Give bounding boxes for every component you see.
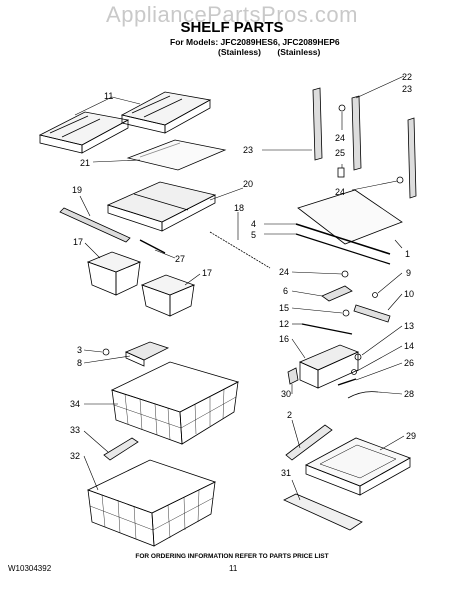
- callout-15: 15: [279, 303, 289, 313]
- callout-23-top: 23: [402, 84, 412, 94]
- callout-4: 4: [251, 219, 256, 229]
- glass-shelf-21: [126, 139, 227, 171]
- screw-24: [338, 104, 346, 112]
- wire-basket-32: [86, 459, 217, 547]
- callout-20: 20: [243, 179, 253, 189]
- trim-5: [295, 233, 391, 265]
- bracket-8: [124, 341, 170, 367]
- finish-labels: (Stainless) (Stainless): [218, 47, 334, 57]
- callout-26: 26: [404, 358, 414, 368]
- callout-9: 9: [406, 268, 411, 278]
- callout-2: 2: [287, 410, 292, 420]
- bracket-6: [321, 285, 353, 302]
- handle-2: [285, 424, 333, 461]
- rod-18: [209, 231, 271, 269]
- ordering-note: FOR ORDERING INFORMATION REFER TO PARTS …: [135, 553, 329, 560]
- callout-10: 10: [404, 289, 414, 299]
- callout-27: 27: [175, 254, 185, 264]
- finish-label: (Stainless): [277, 47, 321, 57]
- callout-17-left: 17: [73, 237, 83, 247]
- callout-34: 34: [70, 399, 80, 409]
- rod-12: [301, 323, 353, 335]
- callout-14: 14: [404, 341, 414, 351]
- models-line: For Models: JFC2089HES6, JFC2089HEP6: [170, 37, 340, 47]
- callout-23-left: 23: [243, 145, 253, 155]
- tray-front-31: [283, 493, 363, 531]
- part-14: [351, 369, 357, 375]
- screw-24-right: [396, 176, 404, 184]
- callout-25: 25: [335, 148, 345, 158]
- callout-13: 13: [404, 321, 414, 331]
- strip-19: [59, 207, 131, 243]
- bracket-10: [353, 304, 391, 323]
- callout-24-top: 24: [335, 133, 345, 143]
- page-number: 11: [229, 564, 238, 573]
- callout-16: 16: [279, 334, 289, 344]
- rail-22: [351, 95, 362, 171]
- screw-3: [102, 348, 110, 356]
- callout-32: 32: [70, 451, 80, 461]
- callout-31: 31: [281, 468, 291, 478]
- callout-18: 18: [234, 203, 244, 213]
- callout-28: 28: [404, 389, 414, 399]
- callout-5: 5: [251, 230, 256, 240]
- callout-1: 1: [405, 249, 410, 259]
- callout-21: 21: [80, 158, 90, 168]
- rail-23-left: [312, 87, 323, 161]
- callout-12: 12: [279, 319, 289, 329]
- shelf-frame-11-left: [38, 111, 130, 154]
- housing-16: [298, 344, 360, 389]
- callout-30: 30: [281, 389, 291, 399]
- rod-27: [139, 239, 166, 254]
- wire-basket-34: [110, 361, 240, 445]
- crisper-cover-frame-20: [106, 181, 217, 232]
- divider-33: [103, 437, 139, 461]
- part-15: [342, 309, 350, 317]
- document-number: W10304392: [8, 564, 52, 573]
- callout-11: 11: [104, 91, 113, 101]
- callout-33: 33: [70, 425, 80, 435]
- shelf-frame-11-right: [120, 91, 212, 134]
- trim-4: [295, 223, 391, 255]
- part-26: [337, 378, 357, 386]
- callout-29: 29: [406, 431, 416, 441]
- callout-24-low: 24: [279, 267, 289, 277]
- screw-24-middle: [341, 270, 349, 278]
- tray-29: [305, 437, 411, 496]
- part-30: [287, 367, 299, 385]
- part-13: [354, 353, 362, 361]
- glass-shelf-1: [297, 189, 403, 245]
- page-title: SHELF PARTS: [180, 19, 284, 36]
- part-28: [347, 391, 379, 399]
- finish-label: (Stainless): [218, 47, 261, 57]
- callout-24-mid: 24: [335, 187, 345, 197]
- part-9: [372, 292, 378, 298]
- crisper-drawer-17-right: [140, 274, 196, 317]
- callout-19: 19: [72, 185, 82, 195]
- rail-23-right: [407, 117, 417, 199]
- crisper-drawer-17-left: [86, 251, 142, 296]
- watermark-text: AppliancePartsPros.com: [106, 2, 358, 27]
- callout-3: 3: [77, 345, 82, 355]
- callout-17-right: 17: [202, 268, 212, 278]
- clip-25: [337, 167, 345, 178]
- callout-6: 6: [283, 286, 288, 296]
- callout-22: 22: [402, 72, 412, 82]
- callout-8: 8: [77, 358, 82, 368]
